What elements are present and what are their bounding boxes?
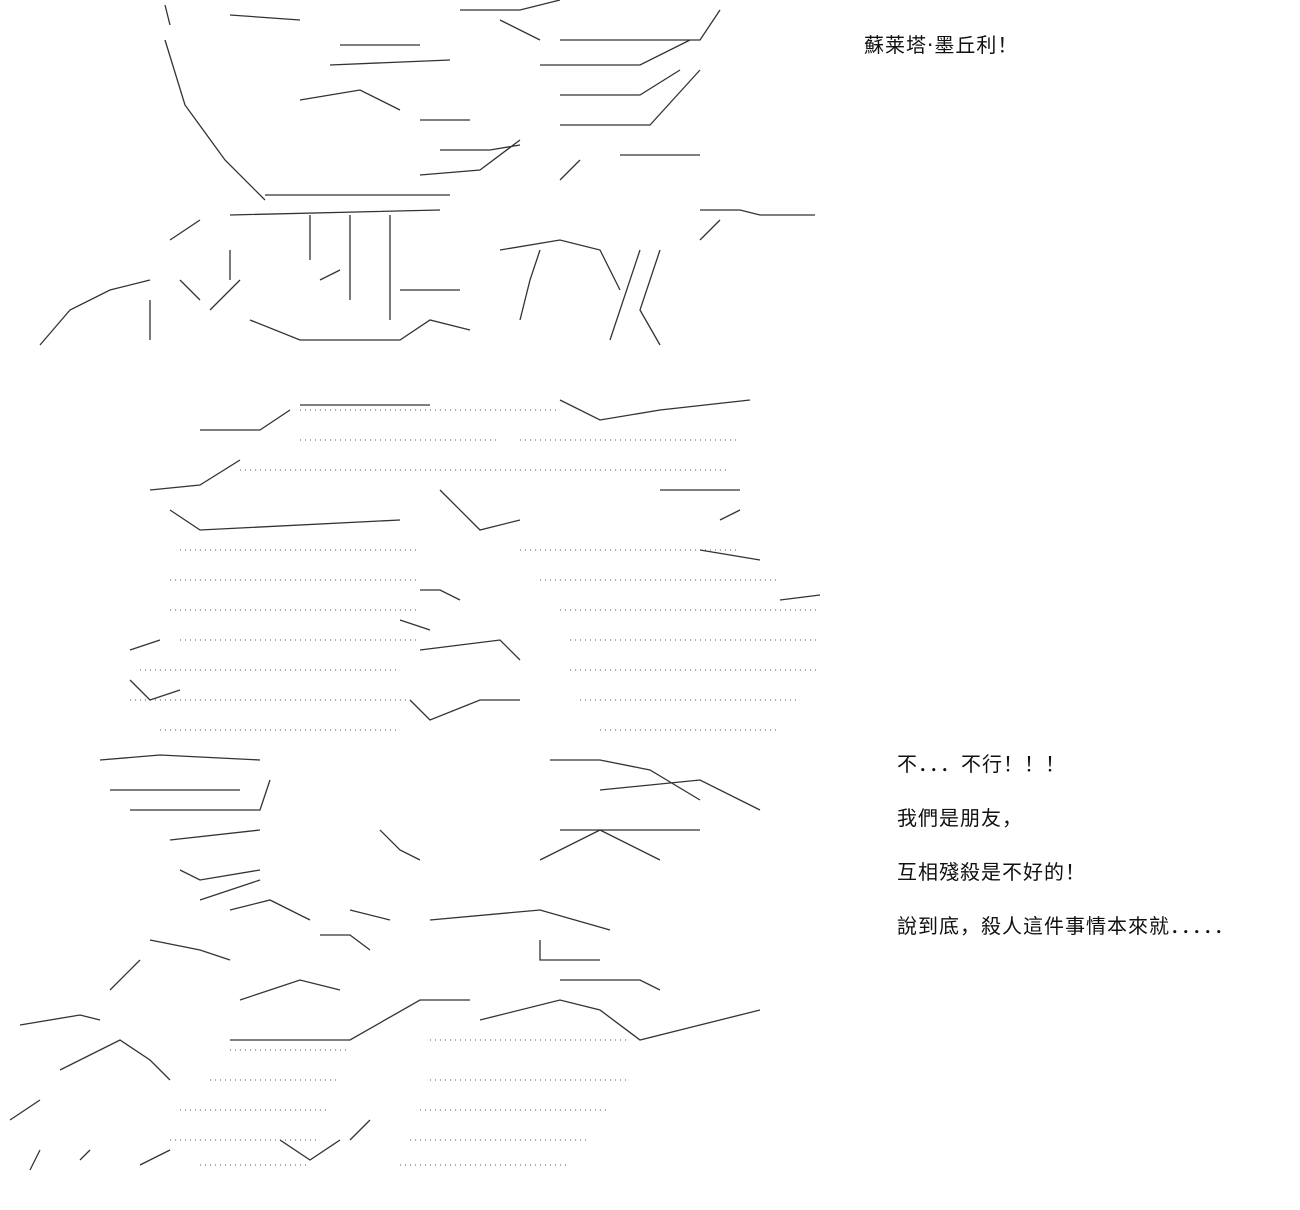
dialogue-line-4: 說到底，殺人這件事情本來就．．．．． xyxy=(897,914,1235,938)
dialogue-line-2: 我們是朋友， xyxy=(897,806,1023,830)
caption-name: 蘇莱塔·墨丘利！ xyxy=(864,33,1019,57)
ascii-art-bottom-panel xyxy=(9,399,821,1171)
dialogue-line-3: 互相殘殺是不好的！ xyxy=(897,860,1086,884)
ascii-art-top-panel xyxy=(39,0,815,346)
dialogue-line-1: 不．．．不行！！！ xyxy=(897,752,1066,776)
